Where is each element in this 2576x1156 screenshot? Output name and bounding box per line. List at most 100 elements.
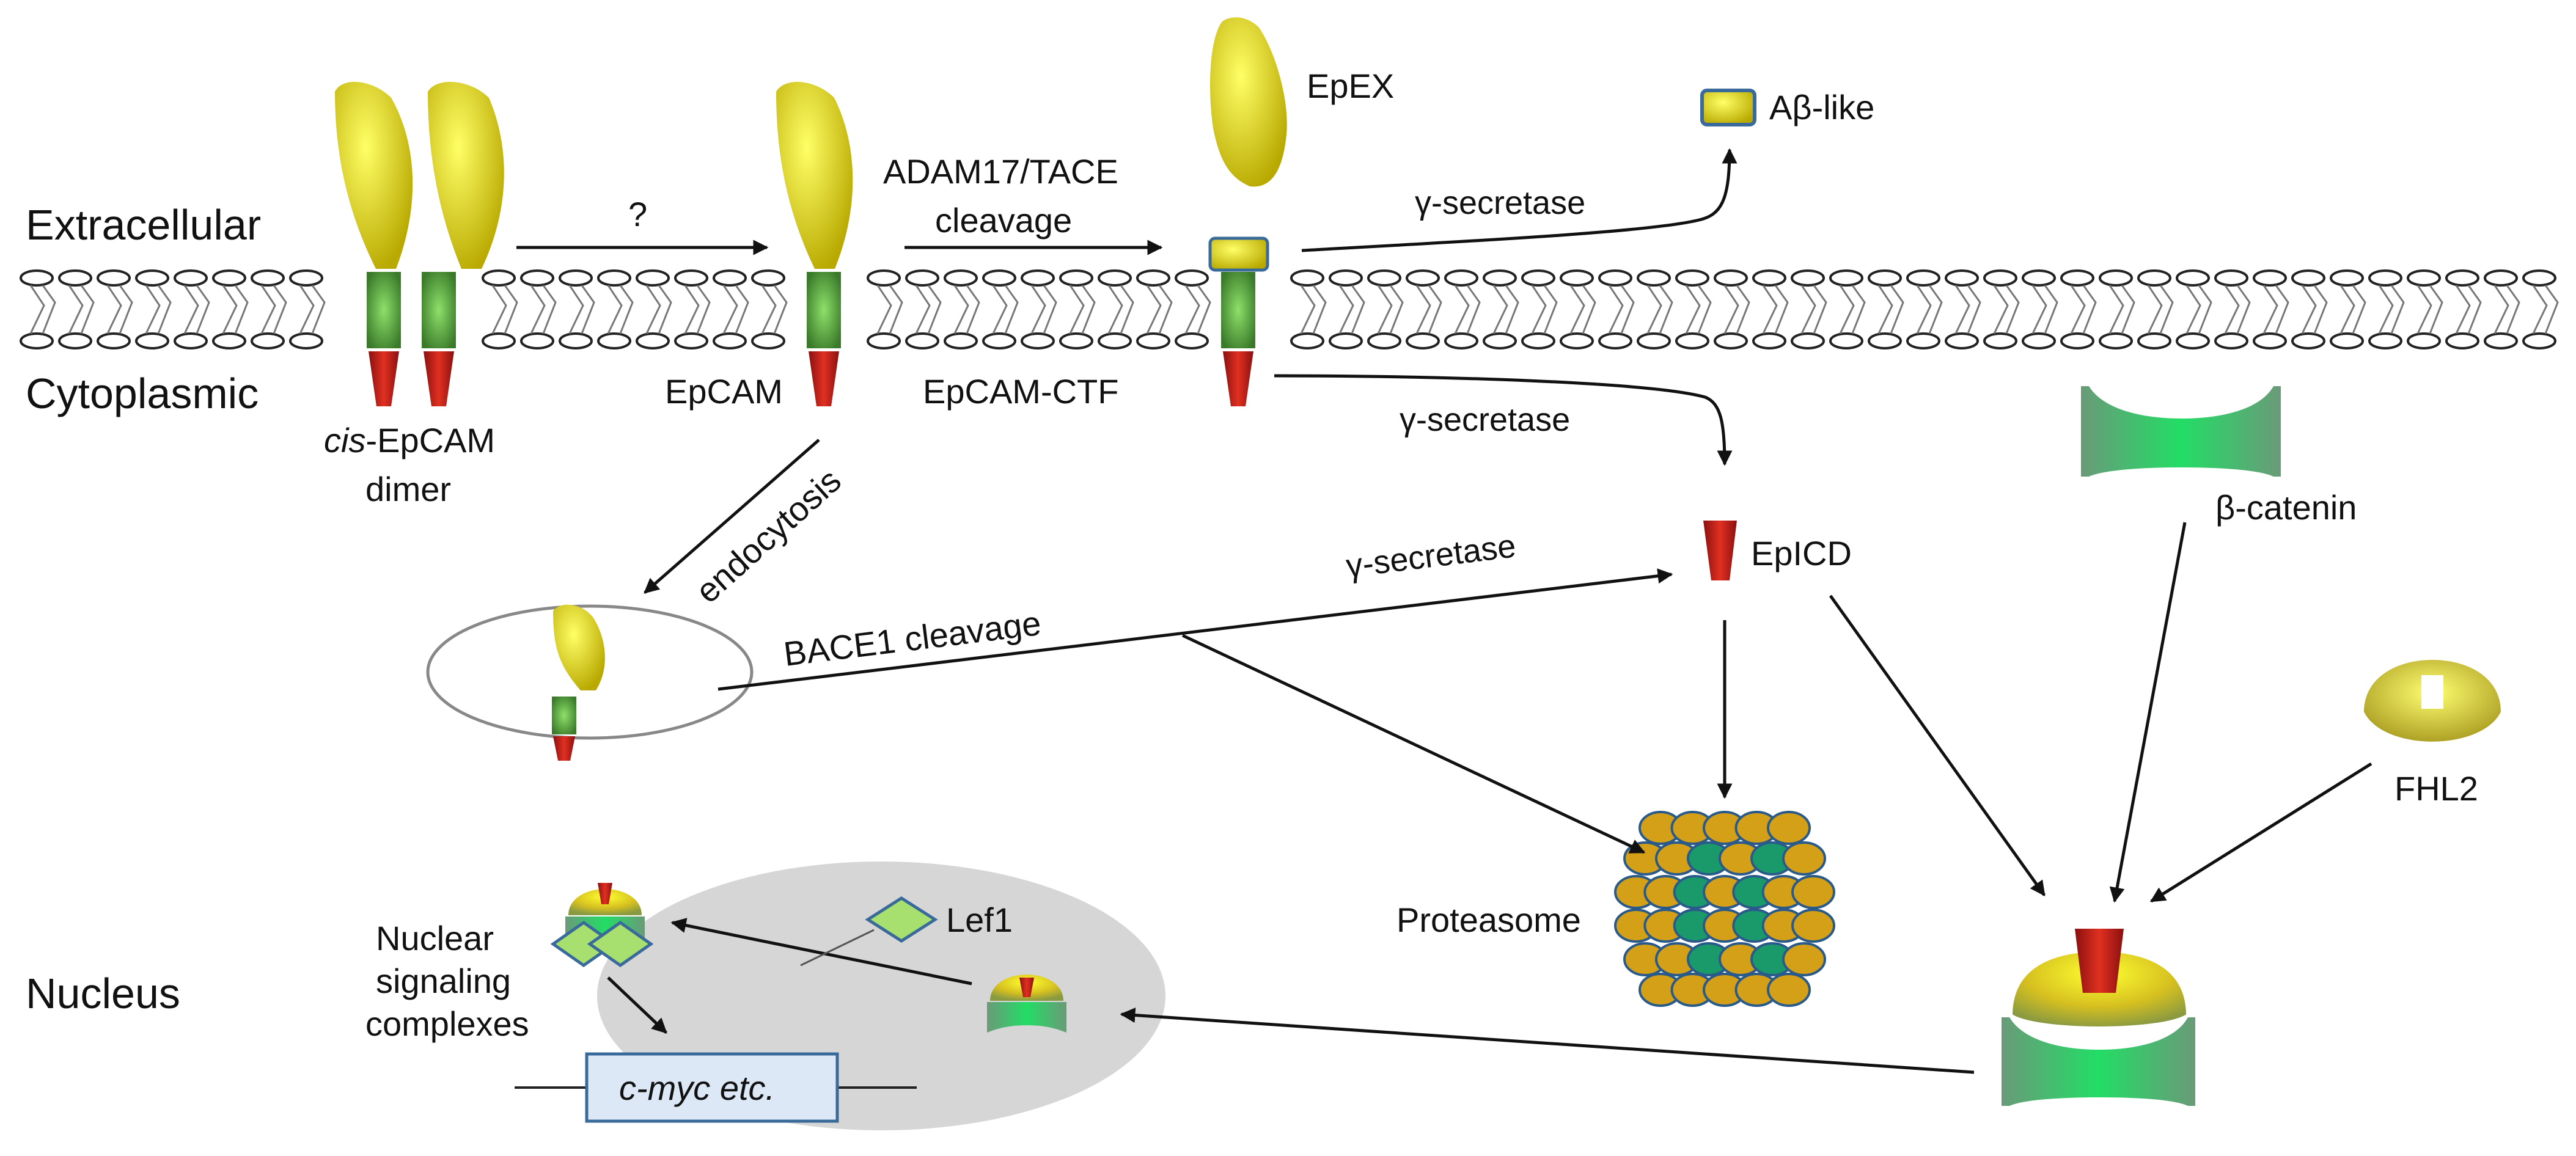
lipid-head — [2022, 332, 2056, 349]
lipid-head — [1444, 269, 1478, 287]
lipid-head — [2214, 332, 2248, 349]
lipid-head — [20, 332, 54, 349]
lipid-tail — [2224, 285, 2251, 334]
lipid-head — [944, 269, 978, 287]
label-adam17: ADAM17/TACE — [883, 152, 1118, 191]
lipid-head — [1675, 332, 1709, 349]
lipid-tail — [1107, 285, 1134, 334]
lipid-head — [1098, 269, 1132, 287]
arrow-to-nuclear-complex — [670, 918, 972, 986]
lipid-head — [1175, 269, 1209, 287]
nuclear-complex-icon — [550, 883, 654, 968]
lipid-tail — [1300, 285, 1327, 334]
lipid-head — [982, 332, 1016, 349]
lipid-tail — [183, 285, 210, 334]
lipid-head — [1406, 269, 1440, 287]
lipid-tail — [607, 285, 634, 334]
lipid-head — [2484, 269, 2518, 287]
lipid-head — [597, 332, 631, 349]
lipid-head — [1021, 269, 1055, 287]
arrow-gamma-to-abeta — [1301, 148, 1738, 252]
plasma-membrane — [20, 269, 2559, 349]
label-proteasome: Proteasome — [1396, 901, 1581, 939]
lipid-head — [482, 332, 516, 349]
lipid-head — [2099, 269, 2133, 287]
lipid-head — [597, 269, 631, 287]
lipid-head — [674, 269, 708, 287]
cis-epcam-dimer-icon — [335, 81, 504, 406]
lipid-tail — [1030, 285, 1057, 334]
lipid-head — [1906, 332, 1940, 349]
proteasome-subunit — [1782, 942, 1826, 976]
lipid-head — [2253, 269, 2287, 287]
lipid-head — [520, 332, 554, 349]
lipid-head — [2137, 332, 2171, 349]
lipid-tail — [1492, 285, 1519, 334]
arrow-epicd-to-complex — [1829, 594, 2046, 897]
lipid-head — [982, 269, 1016, 287]
lipid-head — [636, 332, 670, 349]
lipid-tail — [1569, 285, 1596, 334]
lipid-head — [1021, 332, 1055, 349]
lipid-head — [2137, 269, 2171, 287]
lipid-head — [2522, 269, 2556, 287]
epcam-monomer-icon — [776, 81, 853, 406]
label-gamma-secretase-mid: γ-secretase — [1400, 401, 1570, 438]
lipid-head — [97, 332, 131, 349]
lipid-head — [1560, 269, 1594, 287]
label-cis-prefix: cis — [324, 421, 365, 459]
lipid-tail — [2070, 285, 2097, 334]
lipid-head — [713, 269, 747, 287]
lipid-head — [1059, 332, 1093, 349]
lef1-icon — [865, 896, 938, 943]
lipid-tail — [2455, 285, 2482, 334]
label-cis-rest: -EpCAM — [365, 421, 495, 459]
lipid-head — [2176, 332, 2210, 349]
label-extracellular: Extracellular — [26, 201, 261, 249]
lipid-tail — [2185, 285, 2212, 334]
lipid-tail — [1685, 285, 1712, 334]
label-lef1: Lef1 — [946, 901, 1013, 939]
lipid-tail — [530, 285, 557, 334]
lipid-tail — [645, 285, 672, 334]
lipid-head — [1136, 269, 1170, 287]
lipid-head — [2099, 332, 2133, 349]
lipid-head — [1868, 332, 1902, 349]
lipid-head — [58, 269, 92, 287]
lipid-tail — [1993, 285, 2020, 334]
epicd-catenin-fhl2-complex-icon — [2002, 929, 2195, 1106]
lipid-head — [1791, 332, 1825, 349]
lipid-head — [2445, 269, 2479, 287]
lipid-tail — [761, 285, 788, 334]
lipid-head — [2522, 332, 2556, 349]
label-nuclear: Nuclear — [376, 919, 494, 957]
lipid-head — [1367, 332, 1401, 349]
lipid-head — [674, 332, 708, 349]
lipid-head — [1521, 332, 1555, 349]
lipid-head — [1829, 269, 1863, 287]
lipid-head — [944, 332, 978, 349]
lipid-tail — [1916, 285, 1943, 334]
lipid-tail — [2416, 285, 2443, 334]
lipid-head — [1906, 269, 1940, 287]
lipid-head — [2291, 269, 2325, 287]
lipid-head — [289, 269, 323, 287]
lipid-tail — [491, 285, 518, 334]
arrow-endocytosis — [644, 439, 820, 594]
lipid-head — [1329, 332, 1363, 349]
proteasome-subunit — [1791, 875, 1835, 909]
lipid-head — [135, 269, 169, 287]
lipid-tail — [1454, 285, 1481, 334]
endosome-icon — [426, 604, 754, 761]
label-gamma-secretase-low: γ-secretase — [1344, 527, 1517, 585]
lipid-head — [751, 269, 785, 287]
lipid-tail — [1800, 285, 1827, 334]
gene-box-group — [515, 1052, 917, 1123]
lipid-head — [905, 269, 939, 287]
lipid-tail — [1069, 285, 1096, 334]
lipid-head — [1290, 332, 1324, 349]
lipid-tail — [2339, 285, 2366, 334]
lipid-tail — [2301, 285, 2328, 334]
label-epex: EpEX — [1307, 67, 1394, 105]
lipid-head — [1444, 332, 1478, 349]
